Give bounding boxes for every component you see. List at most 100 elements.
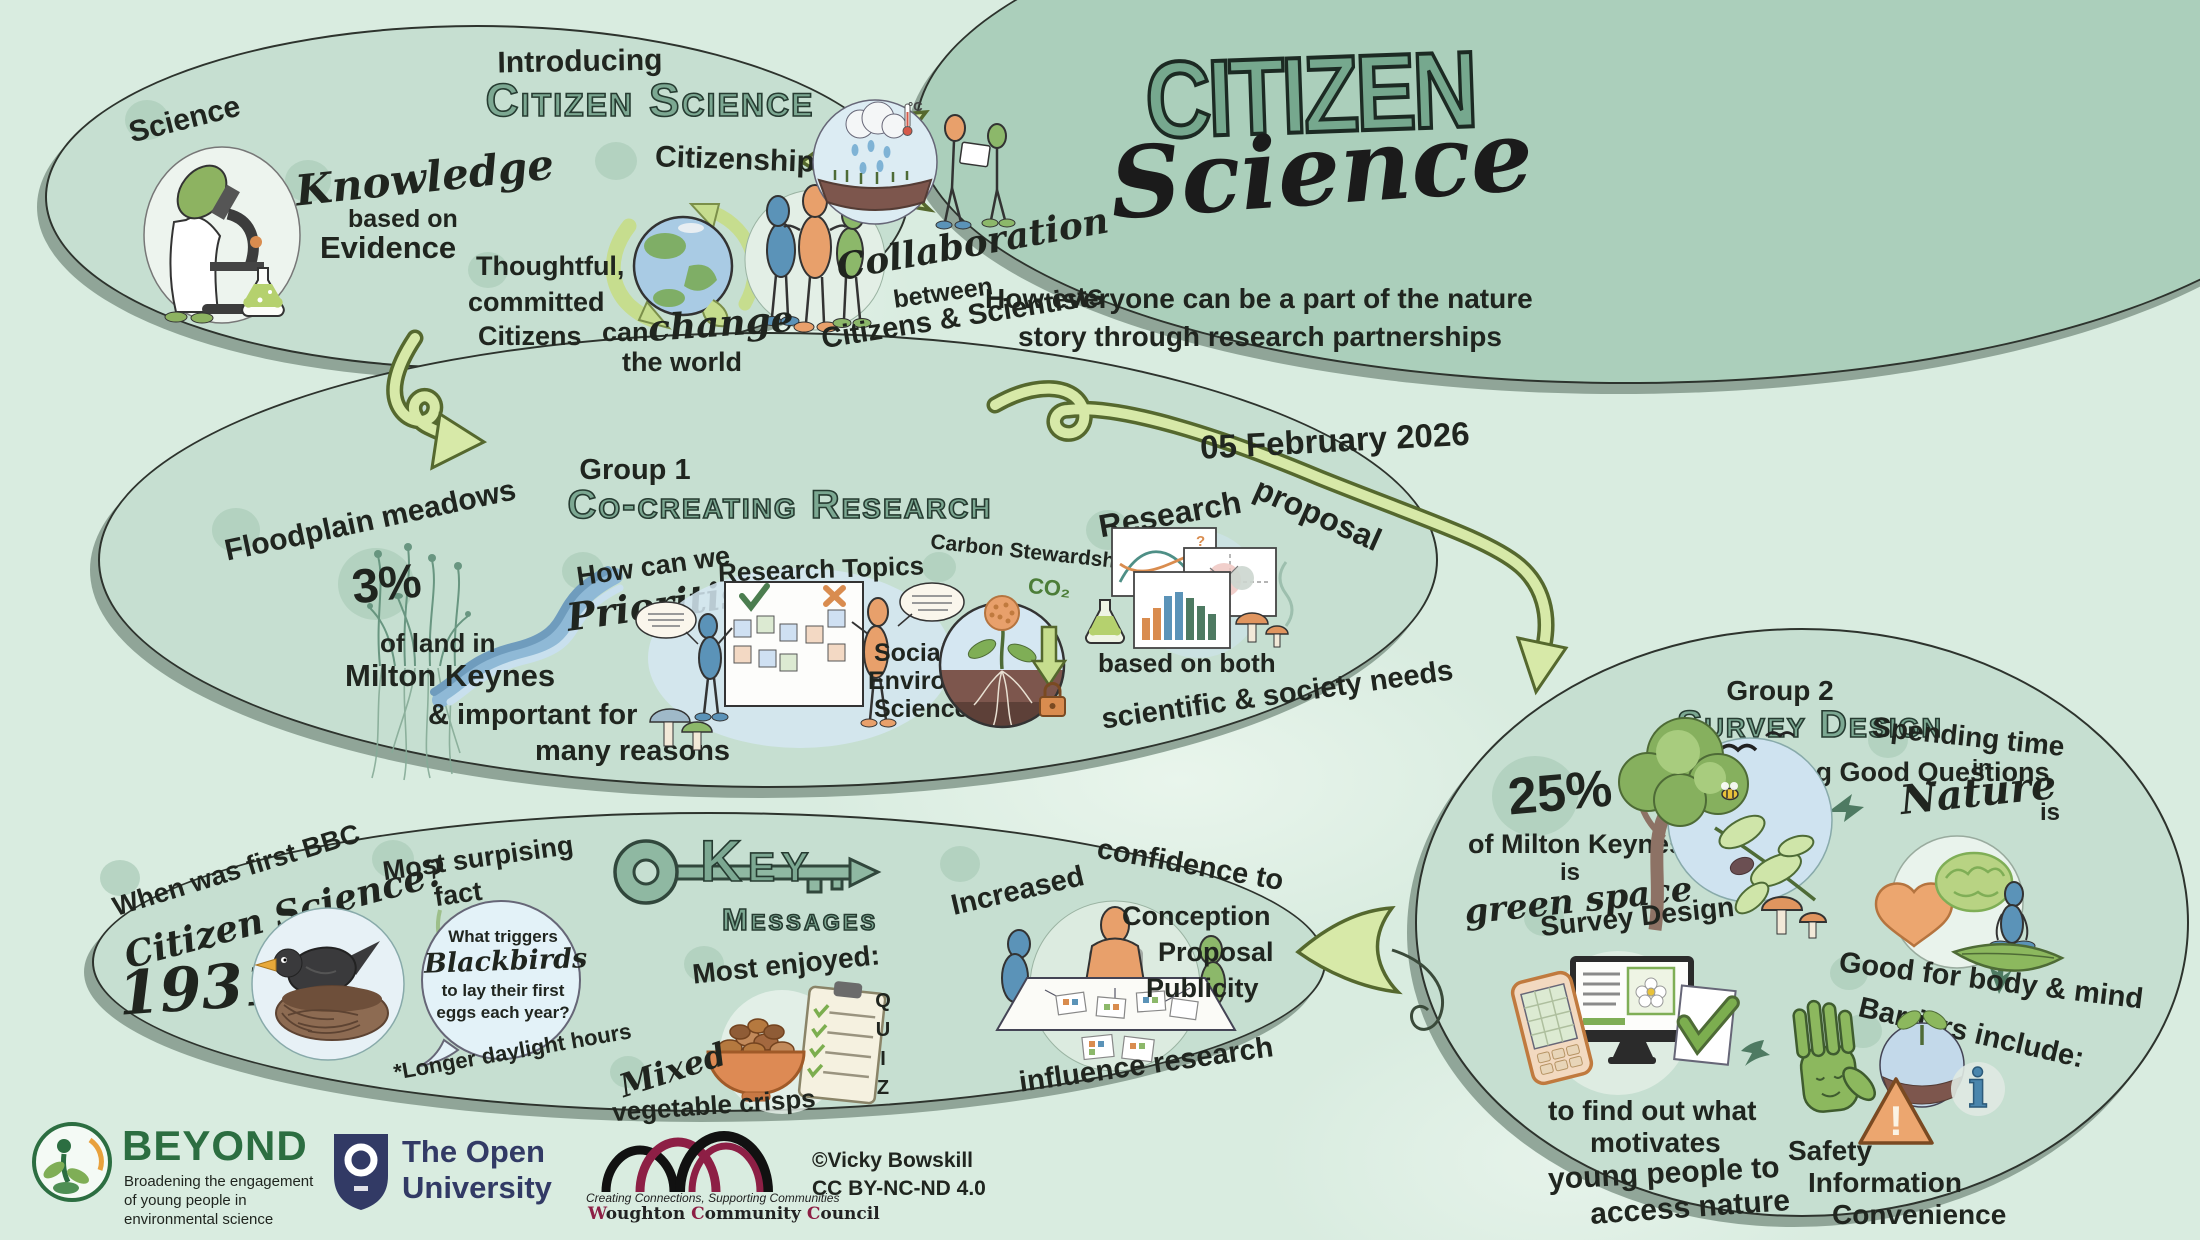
arrow-small-left-icon [1741,1040,1770,1066]
arrow-group1-to-group2-icon [986,380,1569,696]
intro-based-on: based on [348,205,458,233]
arrow-group2-to-key-icon [1295,905,1445,1031]
group1-important: & important for [428,699,638,731]
key-messages-heading: Messages [721,902,879,937]
key-stage-proposal: Proposal [1158,937,1274,967]
citizens-trio-icon [744,184,886,333]
blob [372,840,414,878]
blob [610,1056,646,1088]
key-bubble-4: eggs each year? [436,1003,570,1022]
key-heading: Key [699,829,815,894]
blob [212,508,260,552]
key-stage-publicity: Publicity [1146,973,1259,1003]
blob [1524,900,1564,936]
question-mark: ? [1196,533,1205,550]
blob [100,860,140,896]
intro-evidence: Evidence [320,230,457,265]
research-proposal-icon: ? ? ? [1085,527,1294,658]
credit-author: ©Vicky Bowskill [812,1149,973,1172]
meeting-table-icon [995,900,1237,1072]
credit-license: CC BY-NC-ND 4.0 [812,1177,986,1200]
blackbird-nest-icon [251,907,405,1061]
key-bubble-2: Blackbirds [423,943,588,980]
title-word-science: Science [1106,98,1537,243]
open-university-logo-icon [334,1134,388,1210]
blob [468,252,508,288]
group2-pct: 25% [1505,759,1615,827]
blob [1492,756,1578,836]
blob [1868,722,1908,758]
group2-heading: Survey Design [1676,704,1943,746]
key-quiz: QUIZ [872,990,894,1106]
info-icon: i [1968,1059,1988,1120]
river-icon [430,566,624,708]
microscope-icon [143,146,301,324]
woughton-wordmark: Woughton Community Council [588,1204,880,1224]
green-space-icon [1618,717,1833,939]
key-bubble-3: to lay their first [441,981,565,1000]
group1-of-land: of land in [380,628,496,658]
blob [684,946,724,982]
intro-thoughtful: Thoughtful, [476,251,625,281]
group1-label: Group 1 [579,454,691,486]
beyond-tagline-3: environmental science [124,1211,274,1228]
arrow-intro-to-group1-icon [386,329,488,471]
speech-bubble-icon [419,900,581,1067]
title-tagline-2: story through research partnerships [1018,321,1502,352]
survey-devices-icon [1510,951,1740,1095]
woughton-t3: ouncil [820,1204,880,1224]
beyond-tagline-2: of young people in [124,1192,247,1209]
warning-icon: ! [1889,1097,1903,1144]
woughton-t1: oughton [605,1204,692,1224]
group2-of-mk: of Milton Keynes [1468,829,1685,859]
group2-label: Group 2 [1726,675,1834,706]
title-tagline-1: How everyone can be a part of the nature [985,283,1533,314]
key-icon [613,839,882,905]
woughton-c2: C [806,1204,821,1224]
group2-is2: is [2040,799,2061,826]
beyond-tagline-1: Broadening the engagement [124,1173,314,1190]
intro-heading: Citizen Science [485,74,815,126]
key-stage-conception: Conception [1122,901,1271,931]
carbon-stewardship-icon [938,595,1068,729]
group2-find: to find out what [1548,1095,1757,1126]
fieldwork-icon [812,99,1016,230]
arrow-small-right-icon [1828,794,1864,822]
beyond-logo-icon [32,1122,112,1202]
co2-label: CO₂ [1026,572,1072,603]
woughton-tagline: Creating Connections, Supporting Communi… [586,1191,840,1205]
group1-social: Social [874,639,948,667]
woughton-logo-icon [601,1131,773,1193]
blob [1830,956,1868,990]
woughton-c1: C [691,1204,705,1224]
group1-based: based on both [1098,648,1276,678]
meadow-plant-icon [367,543,471,781]
group2-safety: Safety [1788,1135,1873,1166]
thermometer-label: °C [908,99,923,114]
body-mind-icon [1874,835,2065,972]
group2-in: in [1972,755,1992,780]
group2-is: is [1560,859,1581,886]
blob [940,846,980,882]
crisps-quiz-icon [706,981,887,1114]
blob [125,100,169,140]
intro-citizens: Citizens [478,321,582,351]
intro-committed: committed [468,287,605,317]
ou-wordmark-1: The Open [402,1134,545,1169]
group1-heading: Co-creating Research [567,483,993,527]
ou-wordmark-2: University [402,1170,552,1205]
group1-milton-keynes: Milton Keynes [345,658,556,693]
blob [285,160,331,202]
woughton-w: W [588,1204,606,1224]
intro-can: can [602,317,649,347]
group2-information: Information [1808,1167,1962,1198]
group2-convenience: Convenience [1832,1199,2007,1230]
research-topics-board-icon [635,568,965,751]
beyond-wordmark: BEYOND [122,1122,308,1169]
blob [595,142,637,180]
group2-motivates: motivates [1590,1127,1721,1158]
blob [922,552,956,582]
barriers-icon: ! i [1792,999,2005,1145]
woughton-t2: ommunity [704,1204,807,1224]
